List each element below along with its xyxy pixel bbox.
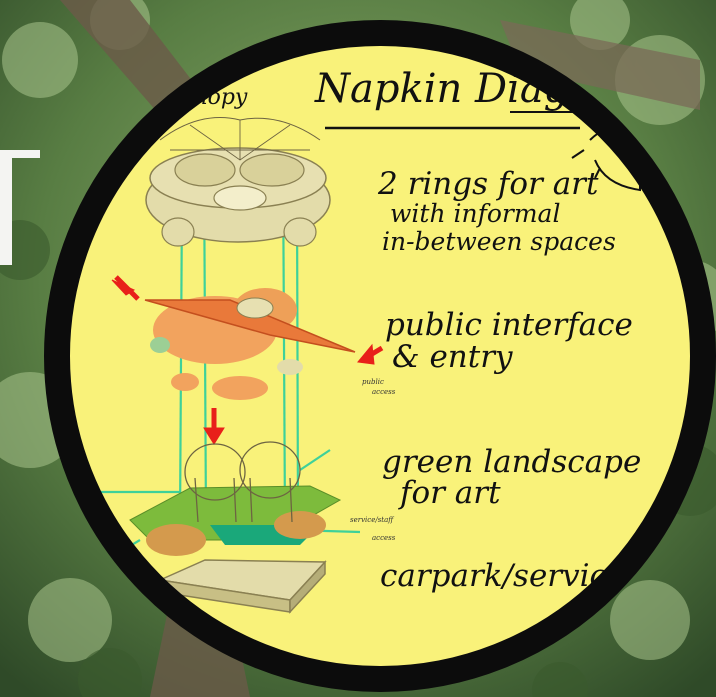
label-interface-line1: public interface xyxy=(385,307,633,343)
note-public-access-1: public xyxy=(362,378,384,386)
label-carpark: carpark/servic xyxy=(380,558,607,594)
label-landscape-line2: for art xyxy=(398,475,501,511)
note-service-access-2: access xyxy=(372,534,396,542)
label-interface-line2: & entry xyxy=(392,339,513,375)
note-service-access-1: service/staff xyxy=(350,516,394,524)
note-public-access-2: access xyxy=(372,388,396,396)
label-rings-line3: in-between spaces xyxy=(382,227,616,256)
label-rings-line1: 2 rings for art xyxy=(377,166,599,202)
label-rings-line2: with informal xyxy=(390,199,560,228)
